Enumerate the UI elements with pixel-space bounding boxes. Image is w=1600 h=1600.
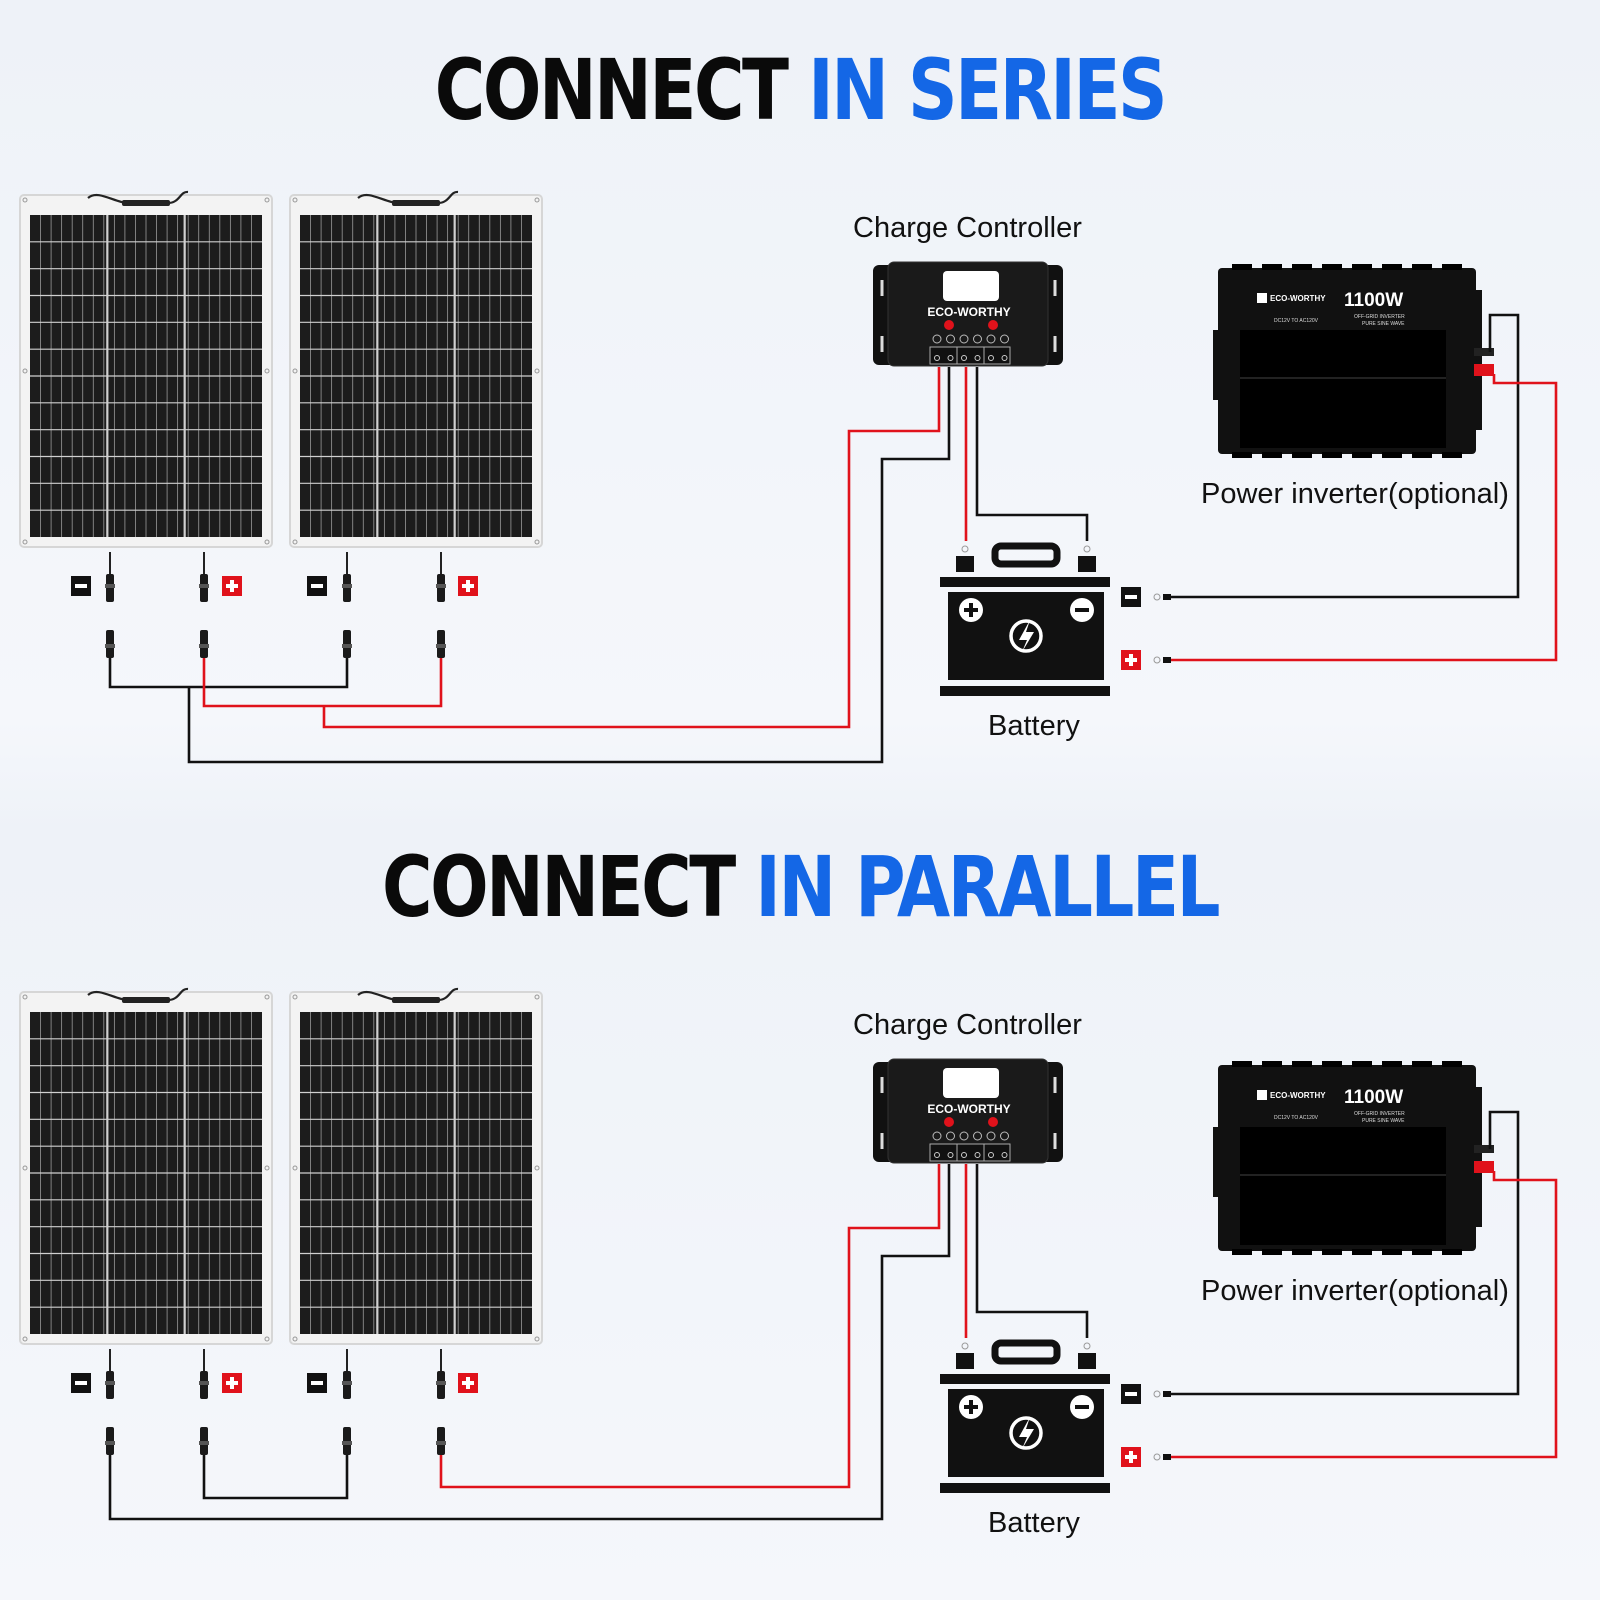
- inverter-rating: 1100W: [1344, 1087, 1403, 1108]
- inverter-terminal-negative: [1474, 348, 1494, 356]
- controller-brand: ECO-WORTHY: [927, 305, 1010, 319]
- series-diagram: ECO-WORTHY ECO-WORTHY 1100W DC12V TO AC120V…: [19, 190, 1558, 764]
- charge-controller: ECO-WORTHY: [873, 261, 1063, 367]
- wire-battery-inverter-positive: [1171, 374, 1558, 662]
- solar-panel-1: [19, 987, 273, 1345]
- wire-array-positive: [322, 367, 941, 729]
- inverter-rating: 1100W: [1344, 290, 1403, 311]
- inverter-spec: OFF-GRID INVERTER: [1354, 1111, 1405, 1117]
- battery-terminal-positive: [956, 556, 974, 572]
- wire-controller-battery-negative: [975, 367, 1089, 541]
- parallel-diagram: ECO-WORTHY ECO-WORTHY 1100W DC12V TO AC120V…: [19, 987, 1558, 1521]
- battery-label: Battery: [988, 710, 1080, 742]
- inverter-spec: DC12V TO AC120V: [1274, 1115, 1319, 1121]
- battery-handle: [991, 1339, 1061, 1365]
- inverter-brand: ECO-WORTHY: [1270, 1091, 1326, 1100]
- inverter-brand: ECO-WORTHY: [1270, 294, 1326, 303]
- inverter-logo-icon: [1257, 293, 1267, 303]
- inverter-spec: PURE SINE WAVE: [1362, 1118, 1405, 1124]
- wire-battery-inverter-negative: [1171, 313, 1520, 599]
- controller-led: [944, 1117, 954, 1127]
- heading-connect: CONNECT: [434, 41, 789, 139]
- junction-box: [122, 200, 170, 206]
- wire-controller-battery-negative: [975, 1164, 1089, 1338]
- lightning-icon: [1009, 619, 1043, 653]
- wire-panel-parallel-link: [202, 1455, 349, 1500]
- inverter-spec: OFF-GRID INVERTER: [1354, 314, 1405, 320]
- solar-panel-2: [289, 987, 543, 1345]
- series-section: CONNECT IN SERIES ECO-WORTHY ECO-WORTHY 11…: [19, 48, 1558, 764]
- wire-array-negative: [108, 1164, 951, 1521]
- battery-handle: [991, 542, 1061, 568]
- battery-terminal-negative: [1078, 1353, 1096, 1369]
- controller-led: [988, 1117, 998, 1127]
- wire-array-positive: [439, 1164, 941, 1489]
- inverter-terminal-positive: [1474, 364, 1494, 376]
- battery: [940, 542, 1110, 696]
- parallel-heading: CONNECT IN PARALLEL: [144, 845, 1456, 929]
- inverter-terminal-negative: [1474, 1145, 1494, 1153]
- inverter-face: [1240, 1127, 1446, 1245]
- heading-in-parallel: IN PARALLEL: [755, 838, 1220, 936]
- inverter-logo-icon: [1257, 1090, 1267, 1100]
- heading-connect: CONNECT: [381, 838, 736, 936]
- controller-led: [944, 320, 954, 330]
- controller-terminals: [929, 346, 1011, 365]
- controller-display: [943, 271, 999, 301]
- charge-controller-label: Charge Controller: [853, 212, 1082, 244]
- wire-battery-inverter-positive: [1171, 1171, 1558, 1459]
- charge-controller-label: Charge Controller: [853, 1009, 1082, 1041]
- series-heading: CONNECT IN SERIES: [144, 48, 1456, 132]
- charge-controller: ECO-WORTHY: [873, 1058, 1063, 1164]
- solar-panel-2: [289, 190, 543, 548]
- controller-display: [943, 1068, 999, 1098]
- battery: [940, 1339, 1110, 1493]
- battery-label: Battery: [988, 1507, 1080, 1539]
- wire-array-negative: [187, 367, 951, 764]
- controller-brand: ECO-WORTHY: [927, 1102, 1010, 1116]
- power-inverter: ECO-WORTHY 1100W DC12V TO AC120V OFF-GRID I…: [1213, 264, 1494, 458]
- wire-panel-series-link: [108, 658, 349, 689]
- junction-box: [392, 200, 440, 206]
- battery-terminal-negative: [1078, 556, 1096, 572]
- junction-box: [122, 997, 170, 1003]
- wire-battery-inverter-negative: [1171, 1110, 1520, 1396]
- inverter-terminal-positive: [1474, 1161, 1494, 1173]
- heading-in-series: IN SERIES: [808, 41, 1168, 139]
- wire-panel-series-link: [202, 658, 443, 708]
- battery-terminal-positive: [956, 1353, 974, 1369]
- controller-terminals: [929, 1143, 1011, 1162]
- inverter-label: Power inverter(optional): [1201, 478, 1509, 510]
- inverter-label: Power inverter(optional): [1201, 1275, 1509, 1307]
- lightning-icon: [1009, 1416, 1043, 1450]
- solar-panel-1: [19, 190, 273, 548]
- junction-box: [392, 997, 440, 1003]
- inverter-spec: DC12V TO AC120V: [1274, 318, 1319, 324]
- power-inverter: ECO-WORTHY 1100W DC12V TO AC120V OFF-GRID I…: [1213, 1061, 1494, 1255]
- controller-led: [988, 320, 998, 330]
- inverter-spec: PURE SINE WAVE: [1362, 321, 1405, 327]
- inverter-face: [1240, 330, 1446, 448]
